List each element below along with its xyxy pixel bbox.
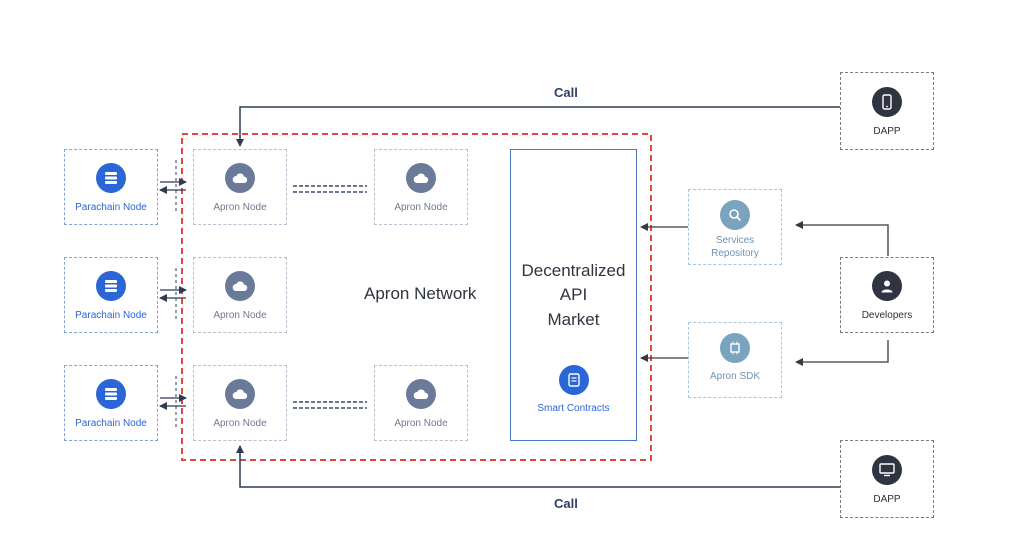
parachain-node-3[interactable]: Parachain Node	[64, 365, 158, 441]
apron-node-label: Apron Node	[213, 310, 267, 321]
chip-icon	[720, 333, 750, 363]
cloud-icon	[225, 379, 255, 409]
contract-icon	[558, 365, 589, 395]
monitor-icon	[872, 455, 902, 485]
apron-node-middle[interactable]: Apron Node	[193, 257, 287, 333]
apron-node-label: Apron Node	[213, 418, 267, 429]
api-market-panel[interactable]: Decentralized API Market Smart Contracts	[510, 149, 637, 441]
dapp-label: DAPP	[873, 494, 901, 505]
developers-to-sdk-arrow	[795, 340, 889, 366]
apron-network-label: Apron Network	[364, 284, 477, 303]
search-icon	[720, 200, 750, 230]
market-title-line2: API	[559, 285, 588, 304]
parachain-node-2[interactable]: Parachain Node	[64, 257, 158, 333]
server-icon	[96, 271, 126, 301]
developers-label: Developers	[861, 310, 913, 321]
dapp-label: DAPP	[873, 126, 901, 137]
parachain-node-1[interactable]: Parachain Node	[64, 149, 158, 225]
market-title-line1: Decentralized	[521, 261, 626, 280]
dapp-top[interactable]: DAPP	[840, 72, 934, 150]
apron-node-top-right[interactable]: Apron Node	[374, 149, 468, 225]
apron-node-label: Apron Node	[394, 202, 448, 213]
parachain-node-label: Parachain Node	[75, 310, 147, 321]
dapp-bottom[interactable]: DAPP	[840, 440, 934, 518]
apron-sdk-label: Apron SDK	[709, 371, 761, 382]
apron-node-label: Apron Node	[213, 202, 267, 213]
apron-network-boundary	[181, 133, 652, 461]
call-top-arrow	[236, 106, 840, 147]
apron-node-label: Apron Node	[394, 418, 448, 429]
user-icon	[872, 271, 902, 301]
market-title-line3: Market	[547, 310, 600, 329]
developers-to-services-arrow	[795, 221, 889, 256]
cloud-icon	[406, 163, 436, 193]
apron-node-top-left[interactable]: Apron Node	[193, 149, 287, 225]
services-repository[interactable]: Services Repository	[688, 189, 782, 265]
smart-contracts-label: Smart Contracts	[537, 403, 610, 414]
call-bottom-arrow	[236, 445, 840, 488]
cloud-icon	[225, 271, 255, 301]
apron-sdk[interactable]: Apron SDK	[688, 322, 782, 398]
server-icon	[96, 379, 126, 409]
cloud-icon	[406, 379, 436, 409]
cloud-icon	[225, 163, 255, 193]
phone-icon	[872, 87, 902, 117]
call-top-label: Call	[554, 85, 578, 100]
server-icon	[96, 163, 126, 193]
parachain-node-label: Parachain Node	[75, 202, 147, 213]
services-repository-label-line1: Services	[715, 235, 755, 246]
call-bottom-label: Call	[554, 496, 578, 511]
apron-node-bottom-left[interactable]: Apron Node	[193, 365, 287, 441]
services-repository-label-line2: Repository	[711, 248, 759, 259]
apron-node-bottom-right[interactable]: Apron Node	[374, 365, 468, 441]
developers[interactable]: Developers	[840, 257, 934, 333]
parachain-node-label: Parachain Node	[75, 418, 147, 429]
